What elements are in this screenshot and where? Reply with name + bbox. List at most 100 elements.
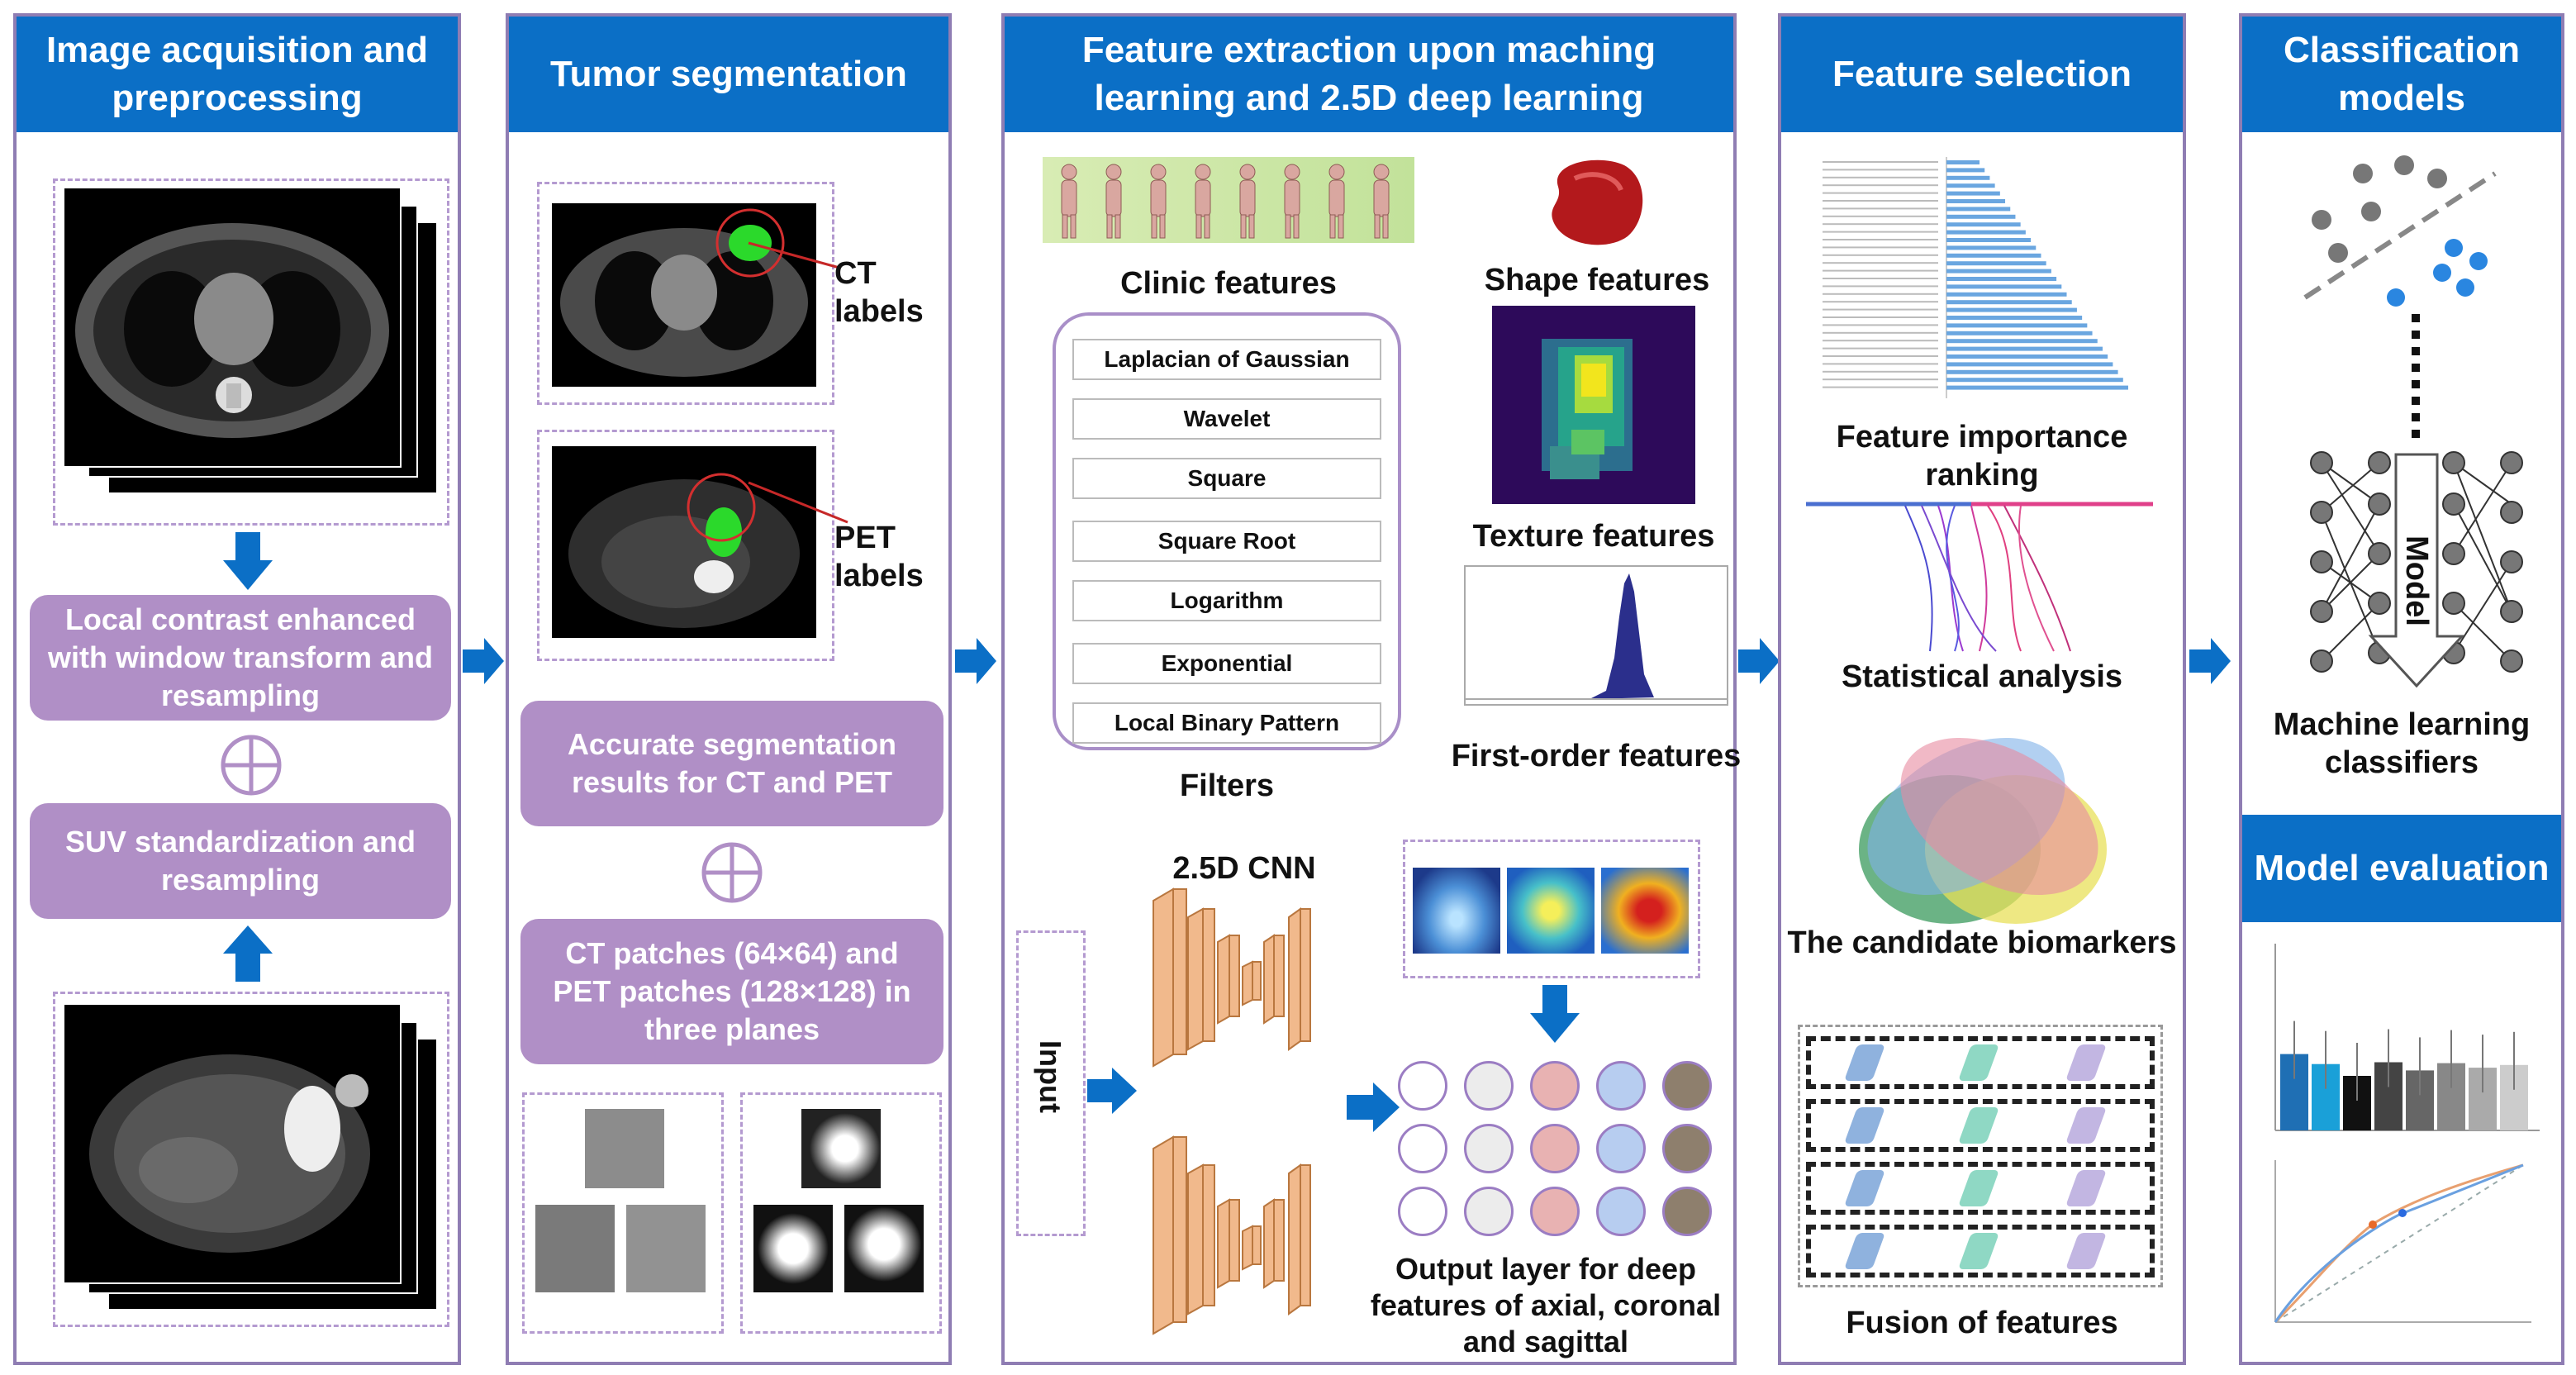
panel-image-acquisition: Image acquisition and preprocessing Loca… bbox=[13, 13, 461, 1365]
preprocess-step-suv-standardization: SUV standardization and resampling bbox=[30, 803, 451, 919]
ct-patch-sagittal bbox=[625, 1203, 707, 1294]
combine-icon-1 bbox=[221, 735, 282, 796]
importance-bar-label-line bbox=[1823, 293, 1938, 295]
clinic-features-label: Clinic features bbox=[1120, 266, 1337, 301]
importance-bar-label-line bbox=[1823, 215, 1938, 217]
importance-bar-label-line bbox=[1823, 262, 1938, 264]
feature-node bbox=[1530, 1124, 1580, 1173]
ct-scan-frame bbox=[53, 178, 449, 526]
ct-patch-coronal bbox=[534, 1203, 616, 1294]
importance-bar bbox=[1946, 277, 2057, 281]
pet-scan-image bbox=[63, 1003, 402, 1284]
importance-bar-label-line bbox=[1823, 331, 1938, 334]
importance-bar-label-line bbox=[1823, 223, 1938, 226]
ct-label-image bbox=[550, 202, 818, 388]
roc-curve-plot bbox=[2267, 1157, 2540, 1330]
feature-node bbox=[1662, 1061, 1712, 1111]
combine-icon-2 bbox=[701, 842, 763, 903]
importance-bar bbox=[1946, 369, 2118, 374]
texture-features-label: Texture features bbox=[1472, 519, 1715, 554]
clinic-figures-drawing bbox=[1061, 164, 1390, 239]
filter-laplacian-of-gaussian: Laplacian of Gaussian bbox=[1072, 339, 1381, 380]
importance-bar bbox=[1946, 362, 2113, 367]
filters-container: Laplacian of Gaussian Wavelet Square Squ… bbox=[1053, 312, 1401, 750]
importance-bar-label-line bbox=[1823, 355, 1938, 357]
heatmap-coronal bbox=[1507, 868, 1595, 954]
pet-labels-text: PET labels bbox=[834, 521, 924, 593]
filter-exponential: Exponential bbox=[1072, 643, 1381, 684]
right-arrow-3-4 bbox=[1738, 638, 1780, 684]
pet-patch-sagittal bbox=[843, 1203, 925, 1294]
feature-node bbox=[1596, 1124, 1646, 1173]
feature-node bbox=[1530, 1187, 1580, 1236]
importance-bar-label-line bbox=[1823, 184, 1938, 187]
importance-bar-label-line bbox=[1823, 231, 1938, 233]
panel-feature-extraction: Feature extraction upon maching learning… bbox=[1001, 13, 1741, 1365]
candidate-biomarkers-label: The candidate biomarkers bbox=[1787, 925, 2177, 960]
importance-bar bbox=[1946, 175, 1990, 180]
ct-label-drawing bbox=[560, 208, 808, 377]
importance-bar-label-line bbox=[1823, 200, 1938, 202]
cnn-network-bottom bbox=[1153, 1135, 1311, 1335]
importance-bar-label-line bbox=[1823, 285, 1938, 288]
importance-bar bbox=[1946, 183, 1995, 188]
feature-node bbox=[1596, 1061, 1646, 1111]
down-arrow-1 bbox=[223, 532, 273, 590]
pet-scan-frame bbox=[53, 992, 449, 1327]
importance-bar bbox=[1946, 199, 2006, 203]
importance-bar-label-line bbox=[1823, 239, 1938, 240]
ct-label-pointer bbox=[748, 241, 840, 269]
importance-bar bbox=[1946, 269, 2051, 274]
heatmaps-frame bbox=[1403, 840, 1700, 978]
panel-title-tumor-segmentation: Tumor segmentation bbox=[509, 17, 948, 132]
heatmap-axial bbox=[1413, 868, 1500, 954]
filter-local-binary-pattern: Local Binary Pattern bbox=[1072, 702, 1381, 744]
panel-tumor-segmentation: Tumor segmentation CT labels PET labels … bbox=[506, 13, 952, 1365]
importance-bar-label-line bbox=[1823, 278, 1938, 279]
pet-patch-axial bbox=[800, 1107, 882, 1190]
importance-bar bbox=[1946, 253, 2041, 258]
feature-node bbox=[1398, 1061, 1447, 1111]
importance-bar bbox=[1946, 346, 2103, 351]
ct-scan-drawing bbox=[75, 223, 389, 438]
ct-label-frame bbox=[537, 182, 834, 405]
preprocess-step-window-transform: Local contrast enhanced with window tran… bbox=[30, 595, 451, 721]
shape-features-blob bbox=[1552, 159, 1643, 245]
importance-bar-label-line bbox=[1823, 347, 1938, 350]
feature-node bbox=[1596, 1187, 1646, 1236]
importance-bar bbox=[1946, 191, 2000, 196]
model-word-label: Model bbox=[2399, 535, 2434, 626]
pet-label-pointer bbox=[748, 481, 848, 524]
panel-title-image-acquisition: Image acquisition and preprocessing bbox=[17, 17, 458, 132]
pet-label-image bbox=[550, 445, 818, 640]
right-arrow-4-5 bbox=[2189, 638, 2231, 684]
feature-node bbox=[1464, 1124, 1514, 1173]
importance-bar bbox=[1946, 331, 2093, 335]
importance-bar bbox=[1946, 385, 2128, 390]
ct-labels-text: CT labels bbox=[834, 256, 924, 329]
importance-bar-label-line bbox=[1823, 308, 1938, 311]
fusion-frame bbox=[1798, 1025, 2163, 1287]
segmentation-results-box: Accurate segmentation results for CT and… bbox=[520, 701, 943, 826]
importance-bar bbox=[1946, 378, 2123, 383]
heatmap-sagittal bbox=[1601, 868, 1689, 954]
ct-scan-image bbox=[63, 187, 402, 468]
feature-node bbox=[1530, 1061, 1580, 1111]
importance-bar-label-line bbox=[1823, 161, 1938, 163]
filter-wavelet: Wavelet bbox=[1072, 398, 1381, 440]
fusion-of-features-label: Fusion of features bbox=[1846, 1306, 2118, 1340]
pet-label-drawing bbox=[568, 473, 800, 628]
importance-bar-label-line bbox=[1823, 169, 1938, 171]
output-layer-label: Output layer for deep features of axial,… bbox=[1370, 1252, 1722, 1358]
panel-title-feature-selection: Feature selection bbox=[1781, 17, 2183, 132]
importance-bar bbox=[1946, 354, 2108, 359]
importance-bar-label-line bbox=[1823, 207, 1938, 210]
first-order-histogram bbox=[1464, 565, 1728, 706]
importance-bar-label-line bbox=[1823, 316, 1938, 318]
first-order-features-label: First-order features bbox=[1451, 739, 1742, 773]
importance-bar bbox=[1946, 300, 2072, 305]
feature-node bbox=[1662, 1124, 1712, 1173]
feature-node bbox=[1464, 1187, 1514, 1236]
importance-bar-label-line bbox=[1823, 192, 1938, 194]
importance-bar-label-line bbox=[1823, 324, 1938, 326]
